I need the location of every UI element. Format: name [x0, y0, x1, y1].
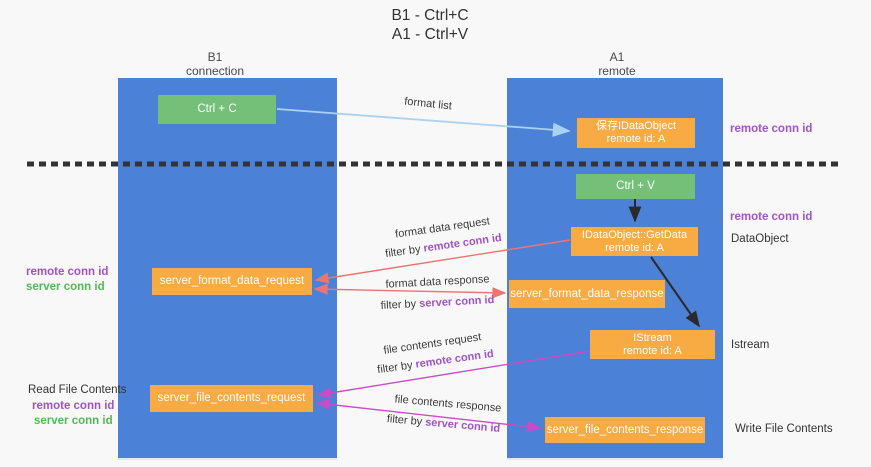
- getdata-line1: IDataObject::GetData: [581, 228, 688, 241]
- istream-line2: remote id: A: [623, 344, 682, 357]
- node-server-format-data-response: server_format_data_response: [509, 280, 665, 308]
- filter-by-text-4: filter by: [386, 413, 426, 429]
- node-ctrl-c: Ctrl + C: [158, 95, 276, 124]
- server-format-data-response-label: server_format_data_response: [510, 287, 664, 300]
- annotation-remote-conn-id-mid-right: remote conn id: [730, 211, 813, 223]
- node-ctrl-c-label: Ctrl + C: [197, 103, 237, 115]
- lane-b1-role: connection: [185, 64, 245, 78]
- label-format-data-response-filter: filter by server conn id: [370, 293, 505, 312]
- label-file-contents-response-filter: filter by server conn id: [376, 412, 512, 436]
- server-file-contents-request-label: server_file_contents_request: [157, 392, 306, 404]
- server-file-contents-response-label: server_file_contents_response: [546, 423, 704, 436]
- title-line-2: A1 - Ctrl+V: [391, 26, 469, 43]
- arrow-format-data-response: [313, 283, 507, 299]
- node-server-format-data-request: server_format_data_request: [152, 268, 312, 295]
- filter-key-server-conn-id-2: server conn id: [418, 294, 495, 310]
- title-line-1: B1 - Ctrl+C: [391, 7, 469, 24]
- node-server-file-contents-request: server_file_contents_request: [150, 385, 313, 412]
- annotation-read-file-contents: Read File Contents: [28, 384, 127, 396]
- filter-key-server-conn-id-4: server conn id: [424, 416, 501, 435]
- lane-b1-name: B1: [207, 50, 223, 64]
- annotation-remote-conn-id-top-right: remote conn id: [730, 123, 813, 135]
- node-server-file-contents-response: server_file_contents_response: [545, 417, 705, 443]
- annotation-remote-conn-id-left-1: remote conn id: [26, 266, 109, 278]
- label-file-contents-response: file contents response: [394, 393, 502, 415]
- diagram-title: B1 - Ctrl+C A1 - Ctrl+V: [330, 6, 530, 44]
- node-store-dataobject-label: 保存IDataObject remote id: A: [596, 120, 676, 146]
- filter-by-text-3: filter by: [376, 358, 417, 377]
- annotation-write-file-contents: Write File Contents: [735, 423, 833, 435]
- annotation-remote-conn-id-left-2: remote conn id: [32, 400, 115, 412]
- getdata-line2: remote id: A: [605, 241, 664, 254]
- lane-a1-role: remote: [598, 64, 636, 78]
- filter-key-remote-conn-id-1: remote conn id: [422, 231, 503, 255]
- store-dataobject-line1: 保存IDataObject: [595, 120, 677, 132]
- node-istream: IStream remote id: A: [590, 330, 715, 359]
- lane-header-a1: A1 remote: [557, 50, 677, 78]
- annotation-dataobject: DataObject: [731, 233, 789, 245]
- annotation-server-conn-id-left-2: server conn id: [34, 415, 113, 427]
- label-format-data-response: format data response: [385, 273, 490, 291]
- node-ctrl-v: Ctrl + V: [576, 174, 695, 199]
- annotation-server-conn-id-left-1: server conn id: [26, 281, 105, 293]
- annotation-istream: Istream: [731, 339, 770, 351]
- server-format-data-request-label: server_format_data_request: [159, 275, 305, 287]
- store-dataobject-line2: remote id: A: [606, 133, 666, 145]
- node-getdata-label: IDataObject::GetData remote id: A: [582, 229, 687, 255]
- node-getdata: IDataObject::GetData remote id: A: [571, 227, 698, 256]
- filter-by-text-2: filter by: [380, 297, 420, 312]
- node-store-dataobject: 保存IDataObject remote id: A: [577, 118, 695, 148]
- lane-a1-name: A1: [609, 50, 625, 64]
- istream-line1: IStream: [633, 331, 672, 344]
- node-ctrl-v-label: Ctrl + V: [616, 180, 655, 192]
- label-format-list: format list: [403, 95, 453, 113]
- filter-key-remote-conn-id-3: remote conn id: [414, 347, 495, 371]
- node-istream-label: IStream remote id: A: [623, 332, 682, 358]
- lane-header-b1: B1 connection: [155, 50, 275, 78]
- filter-by-text-1: filter by: [384, 242, 425, 261]
